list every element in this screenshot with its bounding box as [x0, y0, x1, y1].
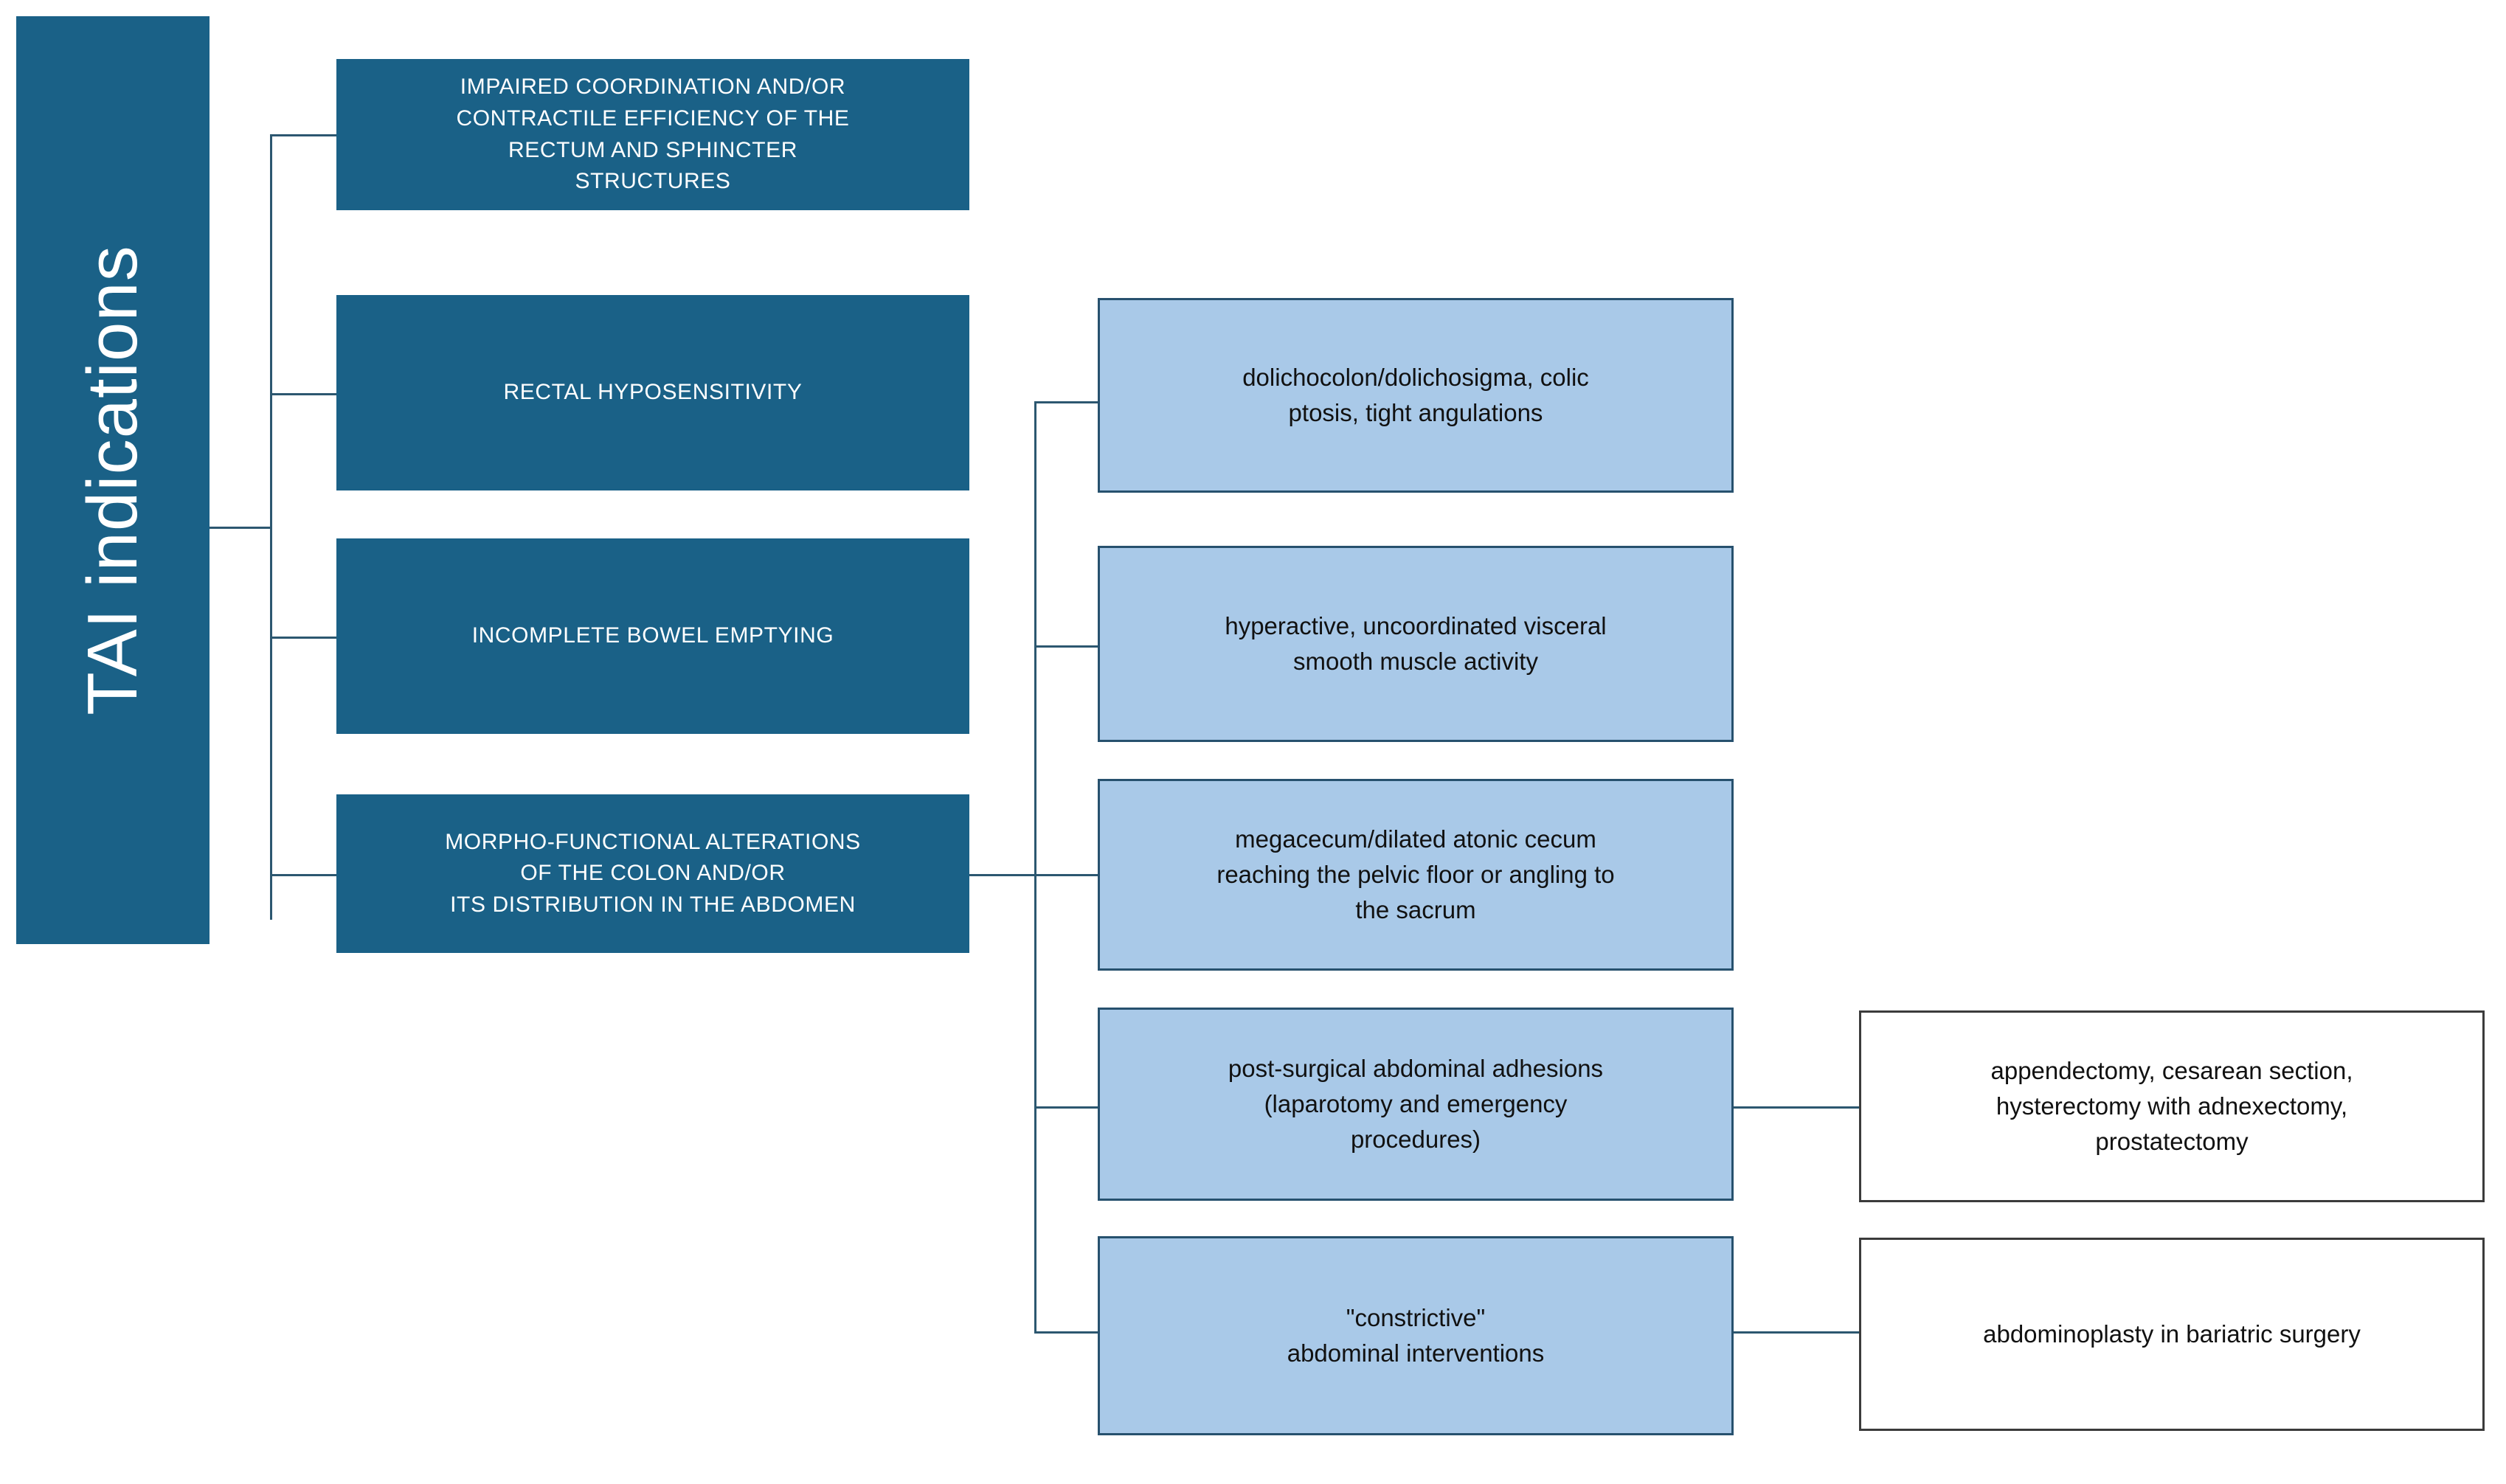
node-hyperactive-visceral[interactable]: hyperactive, uncoordinated visceral smoo… [1098, 546, 1734, 742]
connector-level2-branch-4 [1034, 1106, 1098, 1109]
node-incomplete-bowel-emptying[interactable]: INCOMPLETE BOWEL EMPTYING [336, 538, 969, 734]
connector-level1-trunk [270, 134, 272, 920]
node-abdominoplasty-label: abdominoplasty in bariatric surgery [1983, 1320, 2361, 1348]
connector-level2-stub [969, 874, 1034, 876]
connector-root-stub [210, 527, 270, 529]
connector-level2-branch-5 [1034, 1331, 1098, 1334]
connector-level2-trunk [1034, 401, 1036, 1331]
node-rectal-hyposensitivity[interactable]: RECTAL HYPOSENSITIVITY [336, 295, 969, 490]
node-morpho-functional-alterations-label: MORPHO-FUNCTIONAL ALTERATIONS OF THE COL… [445, 829, 861, 917]
connector-level1-branch-2 [270, 393, 338, 395]
root-node-tai-indications[interactable]: TAI indications [16, 16, 210, 944]
node-incomplete-bowel-emptying-label: INCOMPLETE BOWEL EMPTYING [471, 623, 834, 648]
node-megacecum[interactable]: megacecum/dilated atonic cecum reaching … [1098, 779, 1734, 971]
connector-level1-branch-4 [270, 874, 338, 876]
node-constrictive-interventions-label: "constrictive" abdominal interventions [1287, 1304, 1545, 1367]
node-abdominoplasty[interactable]: abdominoplasty in bariatric surgery [1859, 1238, 2485, 1431]
connector-level2-branch-2 [1034, 645, 1098, 648]
connector-level3-branch-1 [1734, 1106, 1861, 1109]
connector-level3-branch-2 [1734, 1331, 1861, 1334]
node-adhesion-procedures[interactable]: appendectomy, cesarean section, hysterec… [1859, 1010, 2485, 1202]
node-adhesion-procedures-label: appendectomy, cesarean section, hysterec… [1990, 1057, 2353, 1155]
root-node-label: TAI indications [73, 245, 152, 715]
node-morpho-functional-alterations[interactable]: MORPHO-FUNCTIONAL ALTERATIONS OF THE COL… [336, 794, 969, 953]
node-constrictive-interventions[interactable]: "constrictive" abdominal interventions [1098, 1236, 1734, 1435]
node-post-surgical-adhesions-label: post-surgical abdominal adhesions (lapar… [1228, 1055, 1604, 1153]
node-hyperactive-visceral-label: hyperactive, uncoordinated visceral smoo… [1225, 612, 1607, 675]
node-post-surgical-adhesions[interactable]: post-surgical abdominal adhesions (lapar… [1098, 1008, 1734, 1201]
node-rectal-hyposensitivity-label: RECTAL HYPOSENSITIVITY [503, 380, 803, 405]
node-dolichocolon[interactable]: dolichocolon/dolichosigma, colic ptosis,… [1098, 298, 1734, 493]
connector-level2-branch-3 [1034, 874, 1098, 876]
node-impaired-coordination[interactable]: IMPAIRED COORDINATION AND/OR CONTRACTILE… [336, 59, 969, 210]
node-impaired-coordination-label: IMPAIRED COORDINATION AND/OR CONTRACTILE… [456, 74, 850, 194]
connector-level1-branch-3 [270, 637, 338, 639]
node-megacecum-label: megacecum/dilated atonic cecum reaching … [1216, 825, 1615, 923]
connector-level1-branch-1 [270, 134, 338, 136]
connector-level2-branch-1 [1034, 401, 1098, 403]
node-dolichocolon-label: dolichocolon/dolichosigma, colic ptosis,… [1242, 364, 1589, 426]
